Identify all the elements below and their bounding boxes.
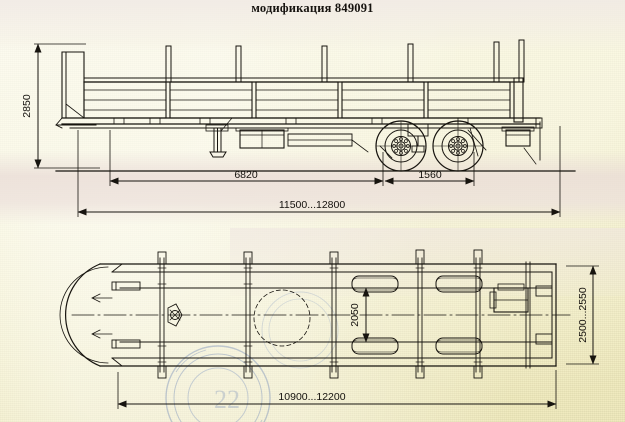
landing-gear xyxy=(205,117,233,158)
dimension-label-overall-length-plan: 10900...12200 xyxy=(278,391,345,403)
deck-cutouts xyxy=(351,275,483,355)
underdeck-brackets xyxy=(113,117,469,125)
dimension-label-height: 2850 xyxy=(21,94,33,118)
rear-side-fittings xyxy=(535,285,553,345)
chassis-brace xyxy=(287,133,369,153)
dimension-label-overall-width: 2500...2550 xyxy=(577,287,589,343)
stamp-text: 22 xyxy=(214,385,240,414)
page-title: модификация 849091 xyxy=(251,1,374,15)
stamp-watermark-secondary xyxy=(261,291,339,369)
kingpin-assembly xyxy=(167,303,183,327)
stake-posts xyxy=(165,39,525,83)
rear-end-assembly xyxy=(501,117,543,165)
rear-fitting xyxy=(489,283,529,313)
front-side-fittings xyxy=(111,281,141,349)
nose-arrow-marks xyxy=(91,293,113,339)
dimension-overall-length-side: 11500...12800 xyxy=(77,126,561,217)
side-drop-panels xyxy=(83,77,524,123)
dimension-inner-width-2050: 2050 xyxy=(340,287,372,343)
plan-guide-posts-lower xyxy=(157,365,483,379)
front-bulkhead xyxy=(55,51,97,129)
dimension-1560: 1560 xyxy=(384,152,475,186)
side-elevation-view xyxy=(55,39,576,172)
inspection-stamp-watermark: 22 xyxy=(165,345,271,422)
dimension-6820: 6820 xyxy=(109,130,384,186)
cross-member-ticks xyxy=(157,267,483,363)
dimension-label-1560: 1560 xyxy=(418,169,442,181)
cross-members xyxy=(159,257,531,373)
toolbox xyxy=(235,127,289,149)
dimension-overall-width: 2500...2550 xyxy=(566,265,599,365)
dimension-height-2850: 2850 xyxy=(21,43,100,169)
dimension-label-overall-length-side: 11500...12800 xyxy=(279,199,346,211)
dimension-overall-length-plan: 10900...12200 xyxy=(117,370,557,409)
dimension-label-2050: 2050 xyxy=(349,303,361,327)
dimension-label-6820: 6820 xyxy=(234,169,258,181)
plan-guide-posts xyxy=(157,249,483,265)
plan-view xyxy=(59,249,571,379)
